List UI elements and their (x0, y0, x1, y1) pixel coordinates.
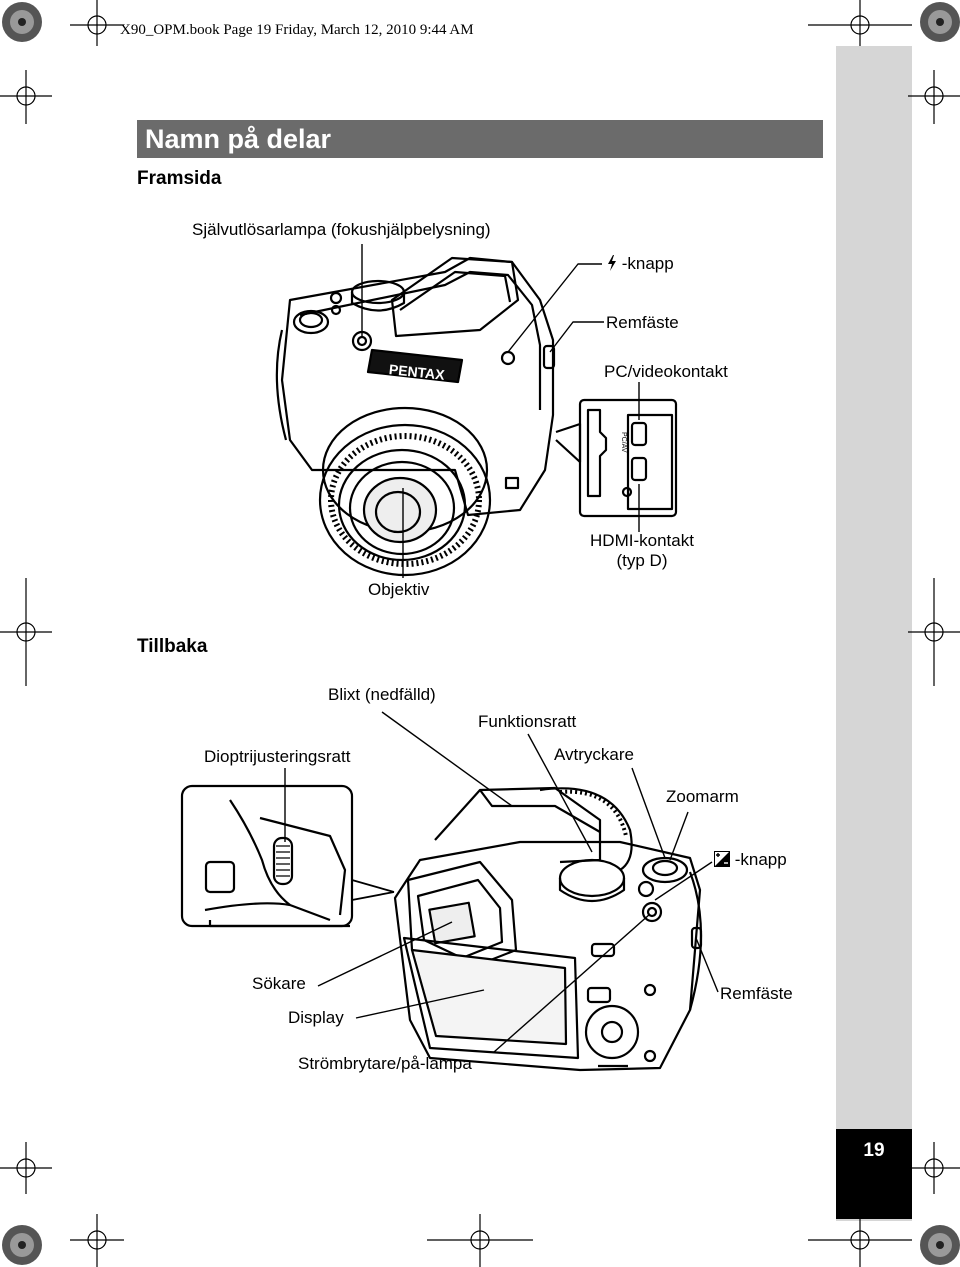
port-label: PC/AV (620, 432, 627, 453)
page-edge-sidebar (836, 46, 912, 1221)
section-front-heading: Framsida (137, 168, 222, 189)
label-flash-button: -knapp (607, 254, 674, 274)
brand-logo: PENTAX (388, 361, 446, 383)
registration-mark-icon (70, 1214, 124, 1267)
label-zoom-lever: Zoomarm (666, 787, 739, 806)
registration-mark-icon (70, 0, 124, 46)
starburst-mark-icon (920, 2, 960, 42)
label-selftimer-lamp: Självutlösarlampa (fokushjälpbelysning) (192, 220, 491, 239)
label-power-switch: Strömbrytare/på-lampa (298, 1054, 472, 1073)
exposure-compensation-icon (714, 851, 730, 867)
label-hdmi-terminal: HDMI-kontakt (typ D) (582, 531, 702, 571)
ev-button-text: -knapp (734, 850, 787, 869)
label-strap-lug-back: Remfäste (720, 984, 793, 1003)
starburst-mark-icon (920, 1225, 960, 1265)
page-number: 19 (836, 1129, 912, 1219)
label-pc-av-terminal: PC/videokontakt (604, 362, 728, 381)
flash-button-text: -knapp (621, 254, 674, 273)
running-header: X90_OPM.book Page 19 Friday, March 12, 2… (120, 22, 474, 38)
registration-mark-icon (427, 1214, 533, 1267)
label-display: Display (288, 1008, 344, 1027)
hdmi-line-2: (typ D) (616, 551, 668, 570)
registration-mark-icon (0, 578, 52, 686)
title-bar (137, 120, 823, 158)
flash-icon (608, 255, 616, 271)
registration-mark-icon (808, 1214, 912, 1267)
hdmi-line-1: HDMI-kontakt (590, 531, 694, 550)
label-flash-retracted: Blixt (nedfälld) (328, 685, 436, 704)
label-diopter-dial: Dioptrijusteringsratt (204, 747, 351, 766)
label-ev-button: -knapp (714, 850, 787, 870)
starburst-mark-icon (2, 1225, 42, 1265)
starburst-mark-icon (2, 2, 42, 42)
label-shutter-release: Avtryckare (554, 745, 634, 764)
label-mode-dial: Funktionsratt (478, 712, 577, 731)
registration-mark-icon (908, 1142, 960, 1194)
label-viewfinder: Sökare (252, 974, 306, 993)
section-back-heading: Tillbaka (137, 636, 208, 657)
registration-mark-icon (808, 0, 912, 46)
registration-mark-icon (908, 578, 960, 686)
registration-mark-icon (0, 70, 52, 124)
label-lens: Objektiv (368, 580, 430, 599)
registration-mark-icon (0, 1142, 52, 1194)
label-strap-lug-front: Remfäste (606, 313, 679, 332)
page-title: Namn på delar (145, 124, 332, 154)
registration-mark-icon (908, 70, 960, 124)
